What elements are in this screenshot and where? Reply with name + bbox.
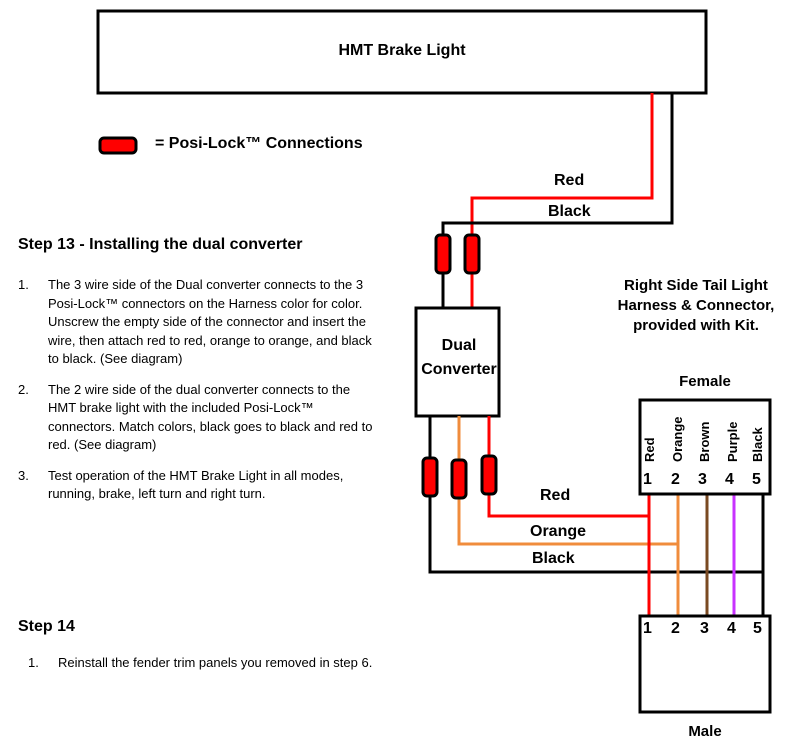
female-pin-3: 3 bbox=[698, 471, 707, 488]
step13-item: 2. The 2 wire side of the dual converter… bbox=[0, 381, 380, 455]
posi-lock-connector bbox=[421, 456, 439, 498]
female-pin-4: 4 bbox=[725, 471, 734, 488]
step14-title: Step 14 bbox=[18, 618, 75, 635]
list-number: 3. bbox=[18, 467, 29, 483]
male-label: Male bbox=[688, 723, 722, 740]
harness-caption-line: Right Side Tail Light bbox=[624, 277, 768, 294]
male-connector-box bbox=[638, 614, 772, 714]
wire-label-orange-bottom: Orange bbox=[530, 523, 587, 540]
step14-list: 1. Reinstall the fender trim panels you … bbox=[10, 654, 430, 685]
female-pin-color-3: Brown bbox=[697, 421, 712, 462]
posi-lock-connector bbox=[434, 233, 452, 275]
male-pin-3: 3 bbox=[700, 620, 709, 637]
female-connector-box bbox=[638, 398, 772, 496]
male-pin-2: 2 bbox=[671, 620, 680, 637]
wire-label-red-top: Red bbox=[554, 172, 585, 189]
posi-lock-connector bbox=[480, 454, 498, 496]
dual-converter-line1: Dual bbox=[441, 337, 477, 354]
harness-caption-line: Harness & Connector, bbox=[617, 297, 775, 314]
step14-item: 1. Reinstall the fender trim panels you … bbox=[10, 654, 430, 673]
list-number: 2. bbox=[18, 381, 29, 397]
brake-light-title: HMT Brake Light bbox=[338, 42, 466, 59]
dual-converter-label: Dual Converter bbox=[416, 334, 502, 382]
list-text: The 2 wire side of the dual converter co… bbox=[48, 381, 373, 453]
harness-caption: Right Side Tail Light Harness & Connecto… bbox=[596, 276, 790, 336]
wire-label-black-bottom: Black bbox=[532, 550, 575, 567]
list-text: Reinstall the fender trim panels you rem… bbox=[58, 655, 373, 670]
posi-lock-connector bbox=[450, 458, 468, 500]
step13-list: 1. The 3 wire side of the Dual converter… bbox=[0, 276, 380, 516]
male-pin-5: 5 bbox=[753, 620, 762, 637]
wire-label-red-bottom: Red bbox=[540, 487, 571, 504]
female-pin-color-5: Black bbox=[750, 427, 765, 462]
female-pin-1: 1 bbox=[643, 471, 652, 488]
legend-text: = Posi-Lock™ Connections bbox=[155, 135, 363, 152]
posi-lock-connector bbox=[463, 233, 481, 275]
step13-item: 1. The 3 wire side of the Dual converter… bbox=[0, 276, 380, 369]
female-label: Female bbox=[679, 373, 731, 390]
female-pin-2: 2 bbox=[671, 471, 680, 488]
list-number: 1. bbox=[18, 277, 29, 292]
step13-item: 3. Test operation of the HMT Brake Light… bbox=[0, 467, 380, 504]
female-pin-color-1: Red bbox=[642, 437, 657, 462]
female-pin-5: 5 bbox=[752, 471, 761, 488]
harness-caption-line: provided with Kit. bbox=[633, 317, 759, 334]
wire-red-bottom bbox=[487, 416, 649, 518]
female-pin-color-4: Purple bbox=[725, 421, 740, 462]
brake-light-box bbox=[96, 9, 708, 95]
list-text: Test operation of the HMT Brake Light in… bbox=[48, 467, 344, 502]
list-text: The 3 wire side of the Dual converter co… bbox=[48, 277, 372, 366]
male-pin-1: 1 bbox=[643, 620, 652, 637]
dual-converter-line2: Converter bbox=[421, 361, 497, 378]
male-pin-4: 4 bbox=[727, 620, 736, 637]
female-pin-color-2: Orange bbox=[670, 416, 685, 462]
step13-title: Step 13 - Installing the dual converter bbox=[18, 236, 303, 253]
wire-label-black-top: Black bbox=[548, 203, 591, 220]
legend-posi-lock-icon bbox=[98, 136, 138, 155]
list-number: 1. bbox=[28, 655, 39, 670]
